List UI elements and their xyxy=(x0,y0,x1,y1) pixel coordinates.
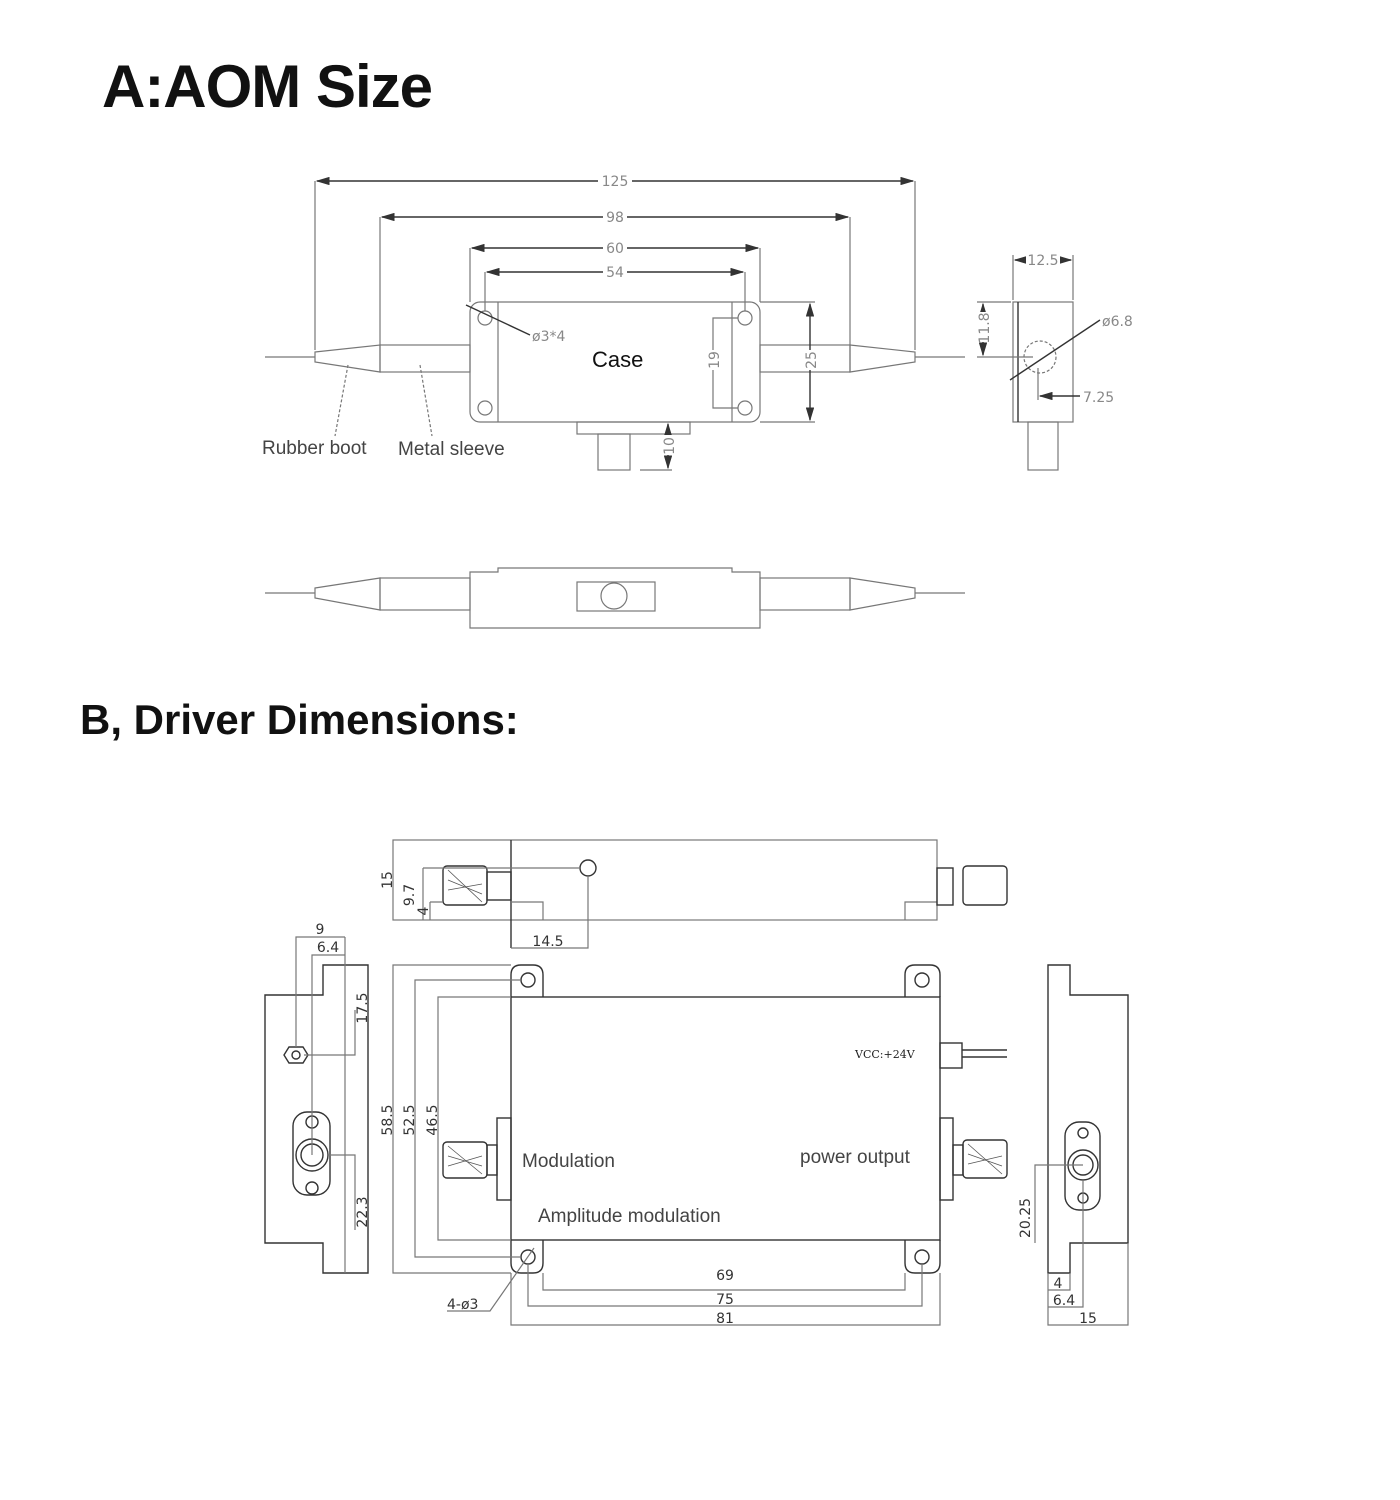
dim-h-body: 46.5 xyxy=(425,1104,441,1135)
aom-end-view: 12.5 11.8 ø6.8 7.25 xyxy=(975,251,1133,471)
aom-side-view: 125 98 60 54 25 19 10 ø3*4 Case Rubber b… xyxy=(262,172,965,471)
metal-sleeve-label: Metal sleeve xyxy=(398,439,505,460)
vcc-connector xyxy=(939,1042,963,1069)
dim-case-length: 60 xyxy=(606,241,624,257)
driver-main-view: 58.5 52.5 46.5 VCC:+24V Modulation power… xyxy=(380,964,1008,1327)
section-a-title: A:AOM Size xyxy=(102,53,433,120)
dim-left-h1: 17.5 xyxy=(355,992,371,1023)
rf-connector-base xyxy=(576,421,691,435)
dim-end-height: 11.8 xyxy=(977,312,993,343)
driver-body xyxy=(510,996,941,1241)
dim-w-holes: 75 xyxy=(716,1292,734,1308)
dim-hole-pitch: 54 xyxy=(606,265,624,281)
aperture xyxy=(1023,340,1057,374)
dim-hole-pitch-v: 19 xyxy=(707,351,723,369)
rubber-boot-right xyxy=(849,344,916,373)
holes-label: ø3*4 xyxy=(532,329,565,345)
dim-top-base: 4 xyxy=(416,906,432,915)
dim-offset: 7.25 xyxy=(1083,390,1114,406)
dim-overall: 125 xyxy=(602,174,629,190)
holes-label-b: 4-ø3 xyxy=(447,1297,478,1313)
dim-h-outer: 58.5 xyxy=(380,1104,396,1135)
dim-connector-height: 10 xyxy=(662,437,678,455)
dim-aperture: ø6.8 xyxy=(1102,314,1133,330)
metal-sleeve-left xyxy=(379,344,471,373)
amplitude-modulation-label: Amplitude modulation xyxy=(538,1206,721,1227)
dim-case-width: 25 xyxy=(804,351,820,369)
dim-end-width: 12.5 xyxy=(1027,253,1058,269)
dim-left-h2: 22.3 xyxy=(355,1196,371,1227)
dim-left-w1: 9 xyxy=(316,922,325,938)
dim-right-w2: 6.4 xyxy=(1053,1293,1075,1309)
vcc-label: VCC:+24V xyxy=(854,1048,916,1061)
dim-left-w2: 6.4 xyxy=(317,940,339,956)
dim-top-conn-height: 9.7 xyxy=(402,884,418,906)
dim-w-outer: 81 xyxy=(716,1311,734,1327)
section-b-title: B, Driver Dimensions: xyxy=(80,696,519,743)
power-output-label: power output xyxy=(800,1147,911,1168)
dim-sleeves: 98 xyxy=(606,210,624,226)
modulation-label: Modulation xyxy=(522,1151,615,1172)
rf-connector xyxy=(597,433,631,471)
mount-hole xyxy=(477,400,493,416)
driver-left-view: 9 6.4 17.5 22.3 xyxy=(264,922,371,1274)
dim-right-w3: 15 xyxy=(1079,1311,1097,1327)
mount-hole xyxy=(737,310,753,326)
mount-hole xyxy=(737,400,753,416)
aom-top-view xyxy=(265,567,965,629)
dim-h-holes: 52.5 xyxy=(402,1104,418,1135)
dim-right-w1: 4 xyxy=(1054,1276,1063,1292)
dim-right-h: 20.25 xyxy=(1018,1198,1034,1238)
case-label: Case xyxy=(592,347,643,372)
dim-top-hole-offset: 14.5 xyxy=(532,934,563,950)
driver-top-view: 15 9.7 4 14.5 xyxy=(380,839,1008,950)
driver-right-view: 20.25 4 6.4 15 xyxy=(1018,964,1129,1327)
mount-hole xyxy=(477,310,493,326)
dim-w-inner: 69 xyxy=(716,1268,734,1284)
power-output-connector xyxy=(962,1139,1008,1179)
dim-top-height: 15 xyxy=(380,871,396,889)
rubber-boot-label: Rubber boot xyxy=(262,438,367,459)
